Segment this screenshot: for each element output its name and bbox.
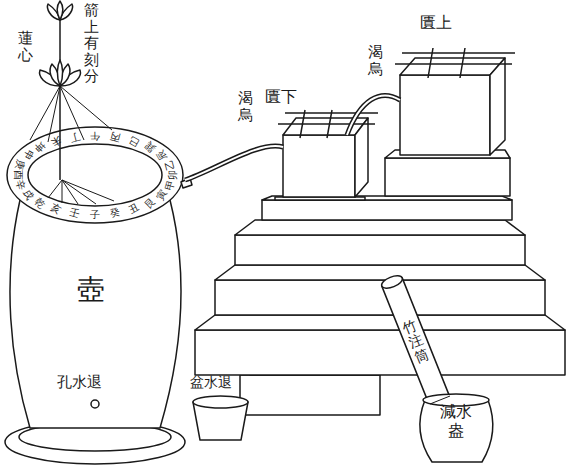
- dial-hatch: [48, 180, 62, 198]
- dial-character: 子: [90, 210, 100, 220]
- dial-character: 甲: [164, 179, 176, 191]
- upper-chest: [400, 75, 490, 155]
- chest-slat: [402, 52, 515, 54]
- siphon-pipe: [185, 146, 283, 180]
- chest-slat: [300, 110, 305, 138]
- lotus-label: 蓮心: [18, 30, 33, 63]
- basin-label: 盆水退: [190, 374, 232, 391]
- dial-character: 戌: [21, 188, 35, 202]
- dial-character: 午: [90, 131, 100, 141]
- pipe-bore: [347, 95, 400, 135]
- platform-tier: [195, 330, 565, 375]
- platform-top: [235, 220, 525, 235]
- pipe-bore: [185, 146, 283, 180]
- arrow-rod: [59, 18, 61, 180]
- dial-character: 寅: [155, 188, 169, 202]
- dial-character: 酉: [13, 170, 23, 180]
- bamboo-tube: [382, 278, 450, 406]
- chest-slat: [460, 48, 465, 78]
- lotus-cord: [60, 86, 112, 130]
- dial-inner: [28, 144, 162, 206]
- lotus-flower: [40, 60, 81, 86]
- dial-character: 乾: [33, 196, 47, 210]
- tube-end: [380, 273, 404, 290]
- dial-character: 乙: [164, 159, 176, 171]
- lotus-top: [48, 1, 73, 20]
- platform-top: [215, 265, 545, 280]
- lower-chest: [283, 135, 355, 197]
- pot-body: [10, 200, 181, 428]
- outlet-hole: [91, 400, 99, 408]
- chest-slat: [428, 48, 433, 78]
- dial-character: 丁: [69, 131, 81, 143]
- platform-top: [195, 315, 565, 330]
- lotus-cord: [48, 86, 60, 142]
- platform-tier: [215, 280, 545, 315]
- dial-character: 巳: [127, 134, 141, 148]
- jar-body: [420, 400, 493, 462]
- pipe-outline: [347, 95, 400, 135]
- stair-step: [240, 375, 380, 415]
- basin-rim: [193, 396, 248, 408]
- chest-side: [490, 58, 505, 155]
- chest-label: 匱上: [420, 13, 452, 32]
- chest-slat: [278, 123, 375, 125]
- dial-character: 亥: [49, 202, 63, 216]
- pot-node: 壺孔水退: [5, 125, 185, 440]
- outlet-label: 孔水退: [57, 373, 102, 391]
- dial-character: 艮: [143, 196, 157, 210]
- rod-label: 箭上有刻分: [84, 2, 99, 85]
- pot-label: 壺: [77, 273, 105, 307]
- dial-character: 坤: [33, 140, 47, 154]
- platform-tier: [262, 200, 512, 220]
- dial-character: 卯: [168, 170, 178, 180]
- dial-character: 癸: [109, 207, 121, 219]
- dial-character: 未: [49, 134, 63, 148]
- lower-chest-node: 匱下: [283, 135, 355, 197]
- tube-label: 竹注筒: [401, 318, 431, 366]
- chest-label: 匱下: [265, 87, 297, 106]
- lotus-petal: [57, 60, 62, 86]
- chest-plinth: [385, 158, 510, 196]
- chest-slat: [327, 110, 332, 138]
- upper-chest-node: 匱上: [400, 75, 490, 155]
- dial-character: 丙: [109, 131, 121, 143]
- siphon-pipe: [347, 95, 400, 135]
- dial-character: 丑: [127, 202, 141, 216]
- pipe-outline: [185, 146, 283, 180]
- dial-character: 辛: [14, 179, 26, 191]
- dial-character: 壬: [69, 207, 81, 219]
- dial-outer: [7, 127, 183, 223]
- lotus-petal: [57, 1, 62, 20]
- dial-character: 庚: [14, 159, 26, 171]
- jar-node: 減水盎: [420, 392, 492, 464]
- siphon-label: 渴烏: [368, 44, 383, 77]
- platform-tier: [235, 235, 525, 265]
- lotus-cord: [30, 86, 60, 140]
- chest-slat: [395, 63, 512, 65]
- siphon-label: 渴烏: [238, 90, 253, 123]
- chest-top: [400, 58, 505, 75]
- chest-side: [355, 118, 368, 197]
- dial-hatch: [62, 180, 63, 203]
- jar-label: 減水盎: [439, 402, 473, 440]
- dial-hatch: [62, 180, 114, 201]
